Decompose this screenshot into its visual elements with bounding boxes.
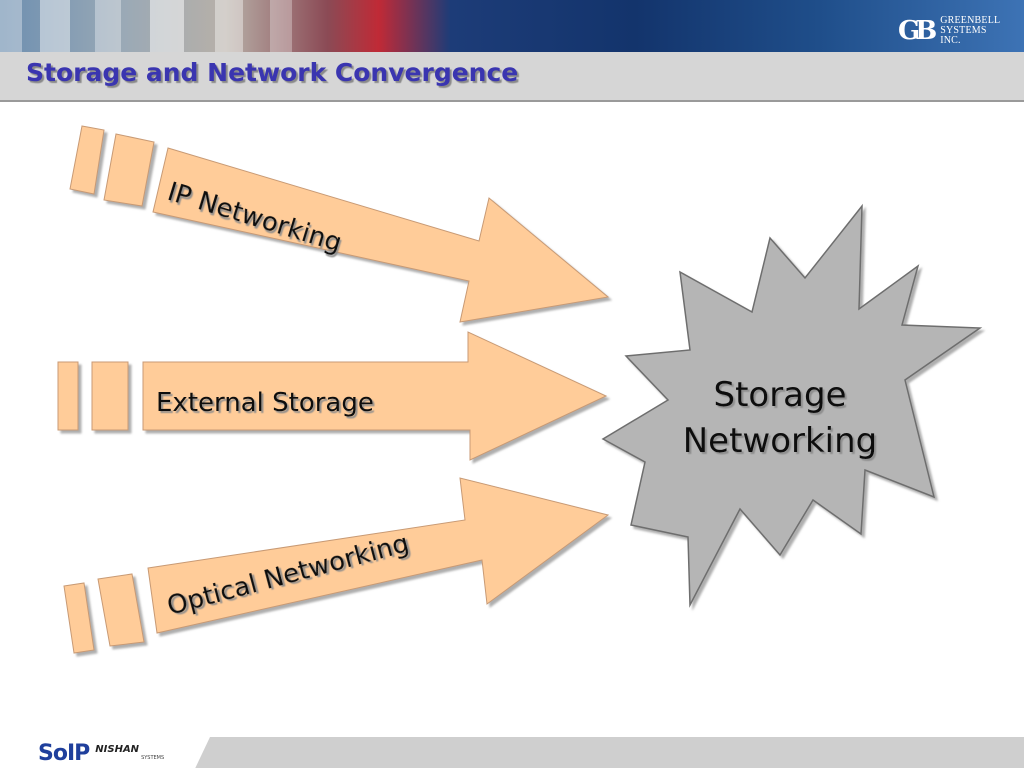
arrow-body	[147, 477, 610, 634]
slide-title: Storage and Network Convergence	[26, 58, 519, 87]
center-label-line-2: Networking	[683, 421, 878, 461]
footer-bar: SoIP NISHAN SYSTEMS	[0, 737, 1024, 768]
footer-logo-panel	[0, 737, 210, 768]
arrow-tail-block	[97, 573, 145, 647]
logo-text: GREENBELL SYSTEMS INC.	[940, 16, 1008, 46]
arrow-optical-networking	[63, 477, 610, 654]
soip-logo-text: SoIP	[38, 740, 90, 766]
center-label-line-1: Storage	[713, 375, 846, 415]
arrow-tail-block	[57, 361, 79, 431]
company-logo: GB GREENBELL SYSTEMS INC.	[898, 16, 1008, 46]
banner-decoration	[215, 0, 243, 52]
logo-line-2: SYSTEMS INC.	[940, 25, 987, 46]
logo-mark: GB	[898, 16, 937, 46]
title-bar: Storage and Network Convergence	[0, 52, 1024, 102]
arrow-body	[142, 331, 608, 461]
arrow-ip-networking	[69, 125, 610, 323]
arrow-tail-block	[103, 133, 155, 207]
arrow-body	[152, 147, 610, 323]
arrow-tail-block	[63, 582, 95, 654]
arrow-external-storage	[57, 331, 608, 461]
logo-line-1: GREENBELL	[940, 15, 1001, 26]
nishan-logo-text: NISHAN	[95, 743, 140, 755]
header-banner: GB GREENBELL SYSTEMS INC.	[0, 0, 1024, 52]
banner-decoration	[40, 0, 70, 52]
storage-networking-burst	[601, 203, 983, 608]
arrow-tail-block	[69, 125, 105, 195]
footer-logo: SoIP NISHAN SYSTEMS	[38, 740, 164, 766]
nishan-logo-subtext: SYSTEMS	[141, 755, 165, 761]
arrow-label-external-storage: External Storage	[156, 388, 374, 418]
banner-decoration	[95, 0, 121, 52]
arrow-tail-block	[91, 361, 129, 431]
banner-decoration	[270, 0, 292, 52]
banner-decoration	[0, 0, 22, 52]
banner-decoration	[150, 0, 184, 52]
